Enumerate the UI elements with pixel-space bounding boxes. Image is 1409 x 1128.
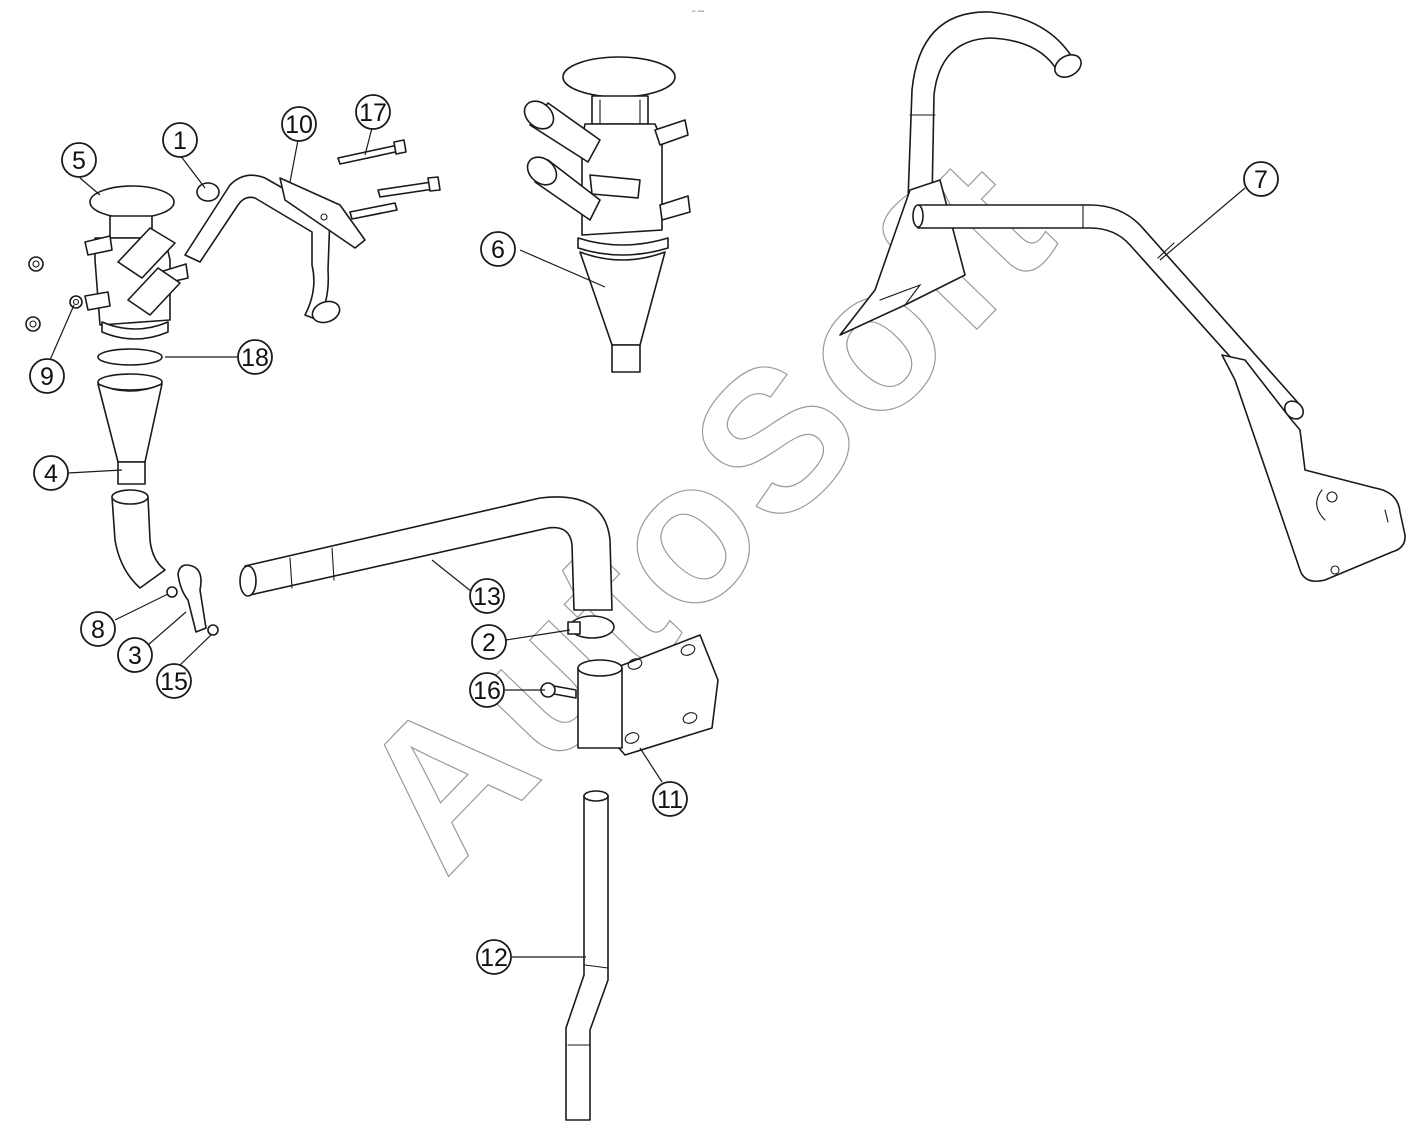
callout-label: 12 (480, 944, 508, 972)
callout-1[interactable]: 1 (162, 122, 198, 158)
callout-9[interactable]: 9 (29, 358, 65, 394)
leader-3 (147, 611, 187, 646)
leader-15 (179, 633, 213, 666)
part-4-cone (97, 373, 163, 485)
callout-label: 16 (473, 677, 501, 705)
part-3-clamp (166, 564, 219, 636)
part-13-pipe (239, 496, 613, 611)
callout-label: 4 (44, 460, 58, 488)
callout-10[interactable]: 10 (281, 106, 317, 142)
part-5-cap (89, 185, 175, 239)
part-17-bolts (337, 139, 441, 220)
separator-body (84, 227, 189, 340)
callout-label: 13 (473, 583, 501, 611)
callout-12[interactable]: 12 (476, 939, 512, 975)
part-18-gasket (97, 348, 163, 366)
callout-label: 10 (285, 111, 313, 139)
callout-label: 17 (359, 99, 387, 127)
callout-5[interactable]: 5 (61, 142, 97, 178)
watermark: AutoSoft (315, 113, 1096, 911)
callout-label: 15 (160, 668, 188, 696)
leader-11 (639, 747, 663, 783)
callout-label: 2 (482, 629, 496, 657)
callout-label: 5 (72, 147, 86, 175)
elbow-hose (111, 489, 166, 589)
callout-7[interactable]: 7 (1243, 161, 1279, 197)
part-10-pipe (184, 174, 366, 324)
callout-label: 1 (173, 127, 187, 155)
callout-3[interactable]: 3 (117, 637, 153, 673)
callout-17[interactable]: 17 (355, 94, 391, 130)
callout-15[interactable]: 15 (156, 663, 192, 699)
part-12-tube (565, 790, 609, 1121)
callout-4[interactable]: 4 (33, 455, 69, 491)
leader-7 (1159, 187, 1246, 261)
callout-11[interactable]: 11 (652, 781, 688, 817)
callout-label: 3 (128, 642, 142, 670)
callout-13[interactable]: 13 (469, 578, 505, 614)
top-marker: ▪▫ ▪▪▪ (692, 9, 704, 15)
callout-label: 11 (657, 786, 683, 814)
leader-10 (289, 139, 299, 183)
leader-9 (49, 304, 75, 361)
callout-label: 18 (241, 344, 269, 372)
leader-5 (79, 177, 101, 196)
part-1-plug (196, 182, 220, 202)
callout-2[interactable]: 2 (471, 624, 507, 660)
callout-label: 7 (1254, 166, 1268, 194)
callout-16[interactable]: 16 (469, 672, 505, 708)
part-6-separator-assembly (523, 56, 691, 373)
callout-8[interactable]: 8 (80, 611, 116, 647)
part-2-hose-clamp (567, 615, 615, 639)
callout-label: 8 (91, 616, 105, 644)
part-11-bracket (540, 634, 719, 756)
callout-18[interactable]: 18 (237, 339, 273, 375)
leader-17 (364, 127, 373, 156)
callout-label: 6 (491, 236, 505, 264)
callout-label: 9 (40, 363, 54, 391)
watermark-text: AutoSoft (316, 113, 1096, 910)
callout-6[interactable]: 6 (480, 231, 516, 267)
part-9-nuts (25, 256, 83, 332)
leader-1 (179, 154, 206, 189)
leader-8 (114, 593, 169, 621)
leader-6 (519, 249, 606, 288)
leader-2 (505, 629, 571, 641)
leader-4 (67, 469, 123, 474)
leader-13 (431, 559, 473, 593)
part-7-tube-with-brackets (839, 11, 1406, 583)
